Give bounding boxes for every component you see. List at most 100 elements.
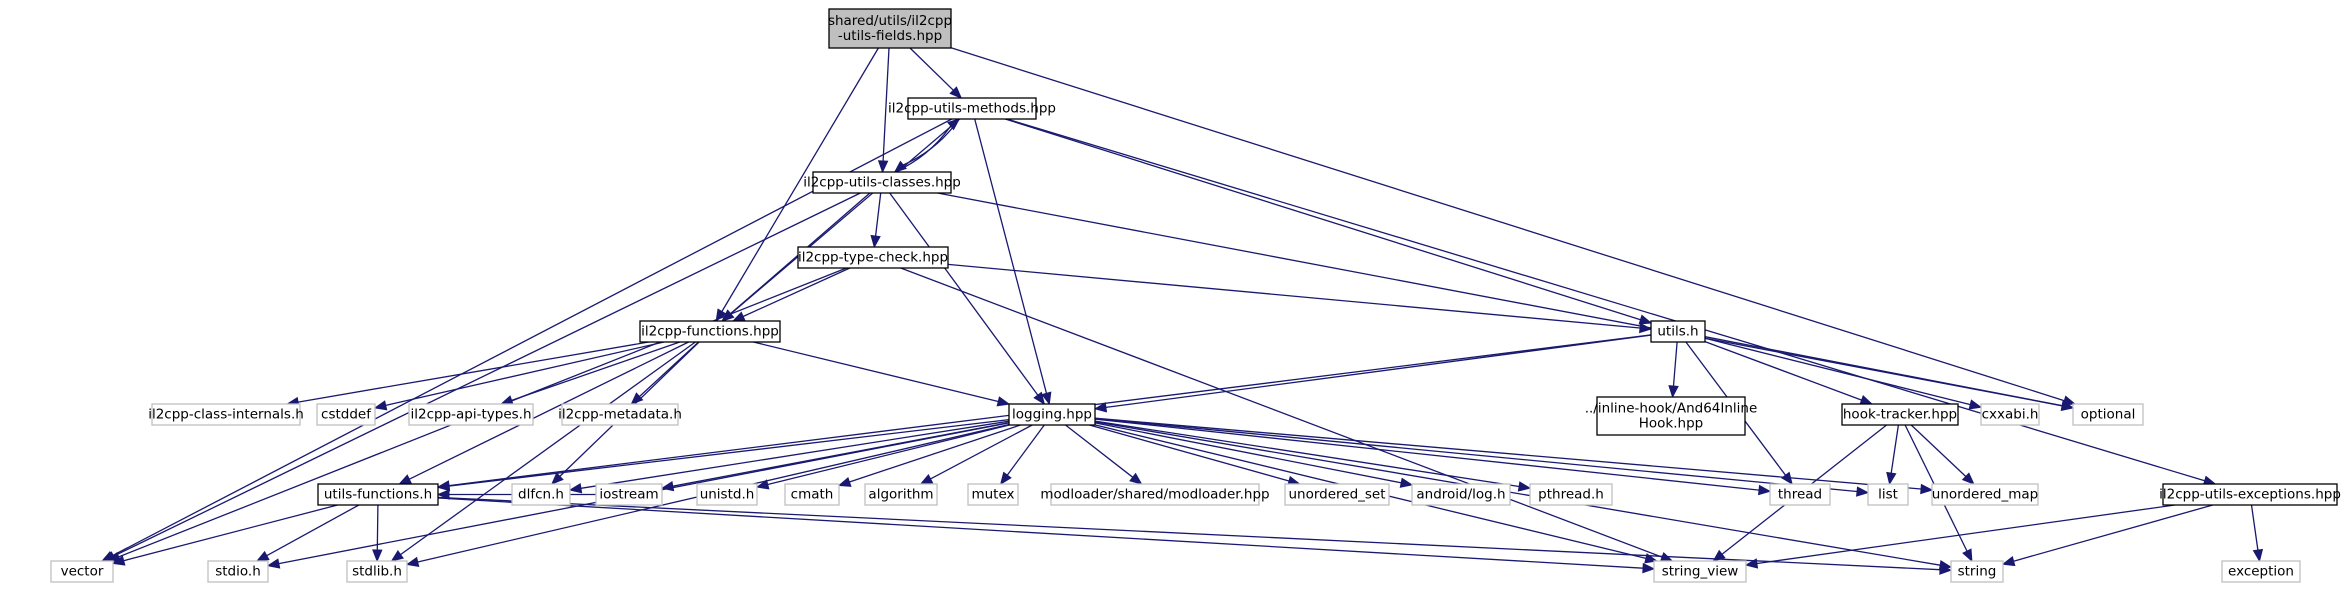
node-box [812, 171, 952, 194]
node-box [561, 403, 679, 426]
node-box [797, 246, 949, 269]
node-cmath: cmath [784, 483, 840, 506]
arrowhead [1758, 484, 1772, 496]
arrowhead [1856, 486, 1870, 497]
arrowhead [2060, 400, 2075, 411]
node-label: dlfcn.h [518, 487, 564, 503]
arrowhead [550, 472, 564, 485]
edge-utilsh-to-inlinehook [1668, 341, 1679, 399]
node-stdio: stdio.h [207, 560, 269, 583]
node-label: string_view [1662, 564, 1739, 580]
node-stdlib: stdlib.h [346, 560, 408, 583]
node-typecheck[interactable]: il2cpp-type-check.hpp [797, 246, 949, 269]
node-box [1284, 483, 1390, 506]
node-box [1867, 483, 1909, 506]
node-logging[interactable]: logging.hpp [1008, 403, 1096, 426]
node-cxxabi: cxxabi.h [1980, 403, 2040, 426]
arrowhead [1859, 395, 1874, 405]
node-label: il2cpp-type-check.hpp [798, 250, 948, 266]
node-functions[interactable]: il2cpp-functions.hpp [639, 320, 781, 343]
arrowhead [1744, 558, 1759, 569]
node-hooktracker[interactable]: hook-tracker.hpp [1841, 403, 1959, 426]
edge-logging-to-list [1094, 417, 1870, 497]
node-label: stdlib.h [352, 564, 402, 580]
edge-utilsfunctions-to-stdio [255, 504, 360, 562]
node-exceptions[interactable]: il2cpp-utils-exceptions.hpp [2159, 483, 2341, 506]
node-box [1008, 403, 1096, 426]
node-label: thread [1778, 487, 1822, 503]
node-label: il2cpp-metadata.h [558, 407, 682, 423]
edge-classes-to-vector [102, 192, 861, 562]
edge-logging-to-unorderedmap [1094, 417, 1934, 495]
edge-utilsfunctions-to-vector [111, 504, 338, 566]
node-box [696, 483, 758, 506]
node-label: il2cpp-class-internals.h [148, 407, 304, 423]
node-unorderedset: unordered_set [1284, 483, 1390, 506]
edge-logging-to-pthread [1094, 420, 1532, 492]
node-cstddef: cstddef [316, 403, 376, 426]
node-box [1650, 320, 1706, 343]
arrowhead [1886, 471, 1897, 486]
node-label: il2cpp-functions.hpp [641, 324, 779, 340]
arrowhead [436, 480, 451, 492]
node-label: il2cpp-utils-methods.hpp [888, 101, 1056, 117]
edge-utilsfunctions-to-string [437, 496, 1953, 575]
arrowhead [877, 160, 889, 174]
arrowhead [436, 489, 450, 500]
node-box [907, 97, 1037, 120]
arrowhead [499, 395, 514, 406]
node-apitypes: il2cpp-api-types.h [408, 403, 534, 426]
node-box [1050, 483, 1260, 506]
node-box [317, 483, 439, 506]
node-string: string [1950, 560, 2004, 583]
node-utilsh[interactable]: utils.h [1650, 320, 1706, 343]
node-box [828, 8, 952, 49]
node-label: shared/utils/il2cpp [828, 13, 952, 29]
node-utilsfunctions[interactable]: utils-functions.h [317, 483, 439, 506]
edge-logging-to-modloader [1065, 424, 1143, 485]
node-label: optional [2081, 407, 2136, 423]
arrowhead [2001, 555, 2016, 567]
arrowhead [996, 396, 1011, 407]
node-label: -utils-fields.hpp [838, 28, 942, 44]
node-methods[interactable]: il2cpp-utils-methods.hpp [888, 97, 1056, 120]
arrowhead [1968, 399, 1983, 410]
arrowhead [372, 549, 383, 563]
edge-hooktracker-to-unorderedmap [1910, 424, 1975, 485]
edge-classes-to-optional [937, 192, 2075, 411]
arrowhead [398, 474, 412, 485]
arrowhead [1033, 391, 1046, 406]
node-box [1529, 483, 1613, 506]
node-algorithm: algorithm [864, 483, 938, 506]
node-label: logging.hpp [1012, 407, 1092, 423]
node-label: unordered_map [1932, 487, 2038, 503]
node-label: stdio.h [215, 564, 261, 580]
arrowhead [999, 471, 1012, 486]
node-box [50, 560, 114, 583]
node-label: algorithm [868, 487, 933, 503]
edge-utilsh-to-cxxabi [1704, 337, 1983, 410]
node-label: il2cpp-api-types.h [410, 407, 531, 423]
arrowhead [1642, 562, 1656, 574]
node-label: android/log.h [1416, 487, 1505, 503]
node-unistd: unistd.h [696, 483, 758, 506]
edge-logging-to-cmath [837, 424, 1021, 487]
arrowhead [1920, 483, 1934, 495]
node-label: cstddef [321, 407, 372, 423]
arrowhead [111, 555, 126, 566]
node-unorderedmap: unordered_map [1931, 483, 2039, 506]
node-root[interactable]: shared/utils/il2cpp-utils-fields.hpp [828, 8, 952, 49]
arrowhead [870, 234, 881, 249]
arrowhead [2252, 548, 2264, 563]
edge-functions-to-classinternals [285, 341, 649, 408]
node-classes[interactable]: il2cpp-utils-classes.hpp [803, 171, 961, 194]
arrowhead [1517, 481, 1532, 492]
node-mutex: mutex [967, 483, 1019, 506]
node-list: list [1867, 483, 1909, 506]
arrowhead [107, 551, 122, 562]
node-box [1950, 560, 2004, 583]
node-box [784, 483, 840, 506]
arrowhead [1638, 314, 1653, 325]
node-label: ../inline-hook/And64Inline [1585, 401, 1758, 417]
